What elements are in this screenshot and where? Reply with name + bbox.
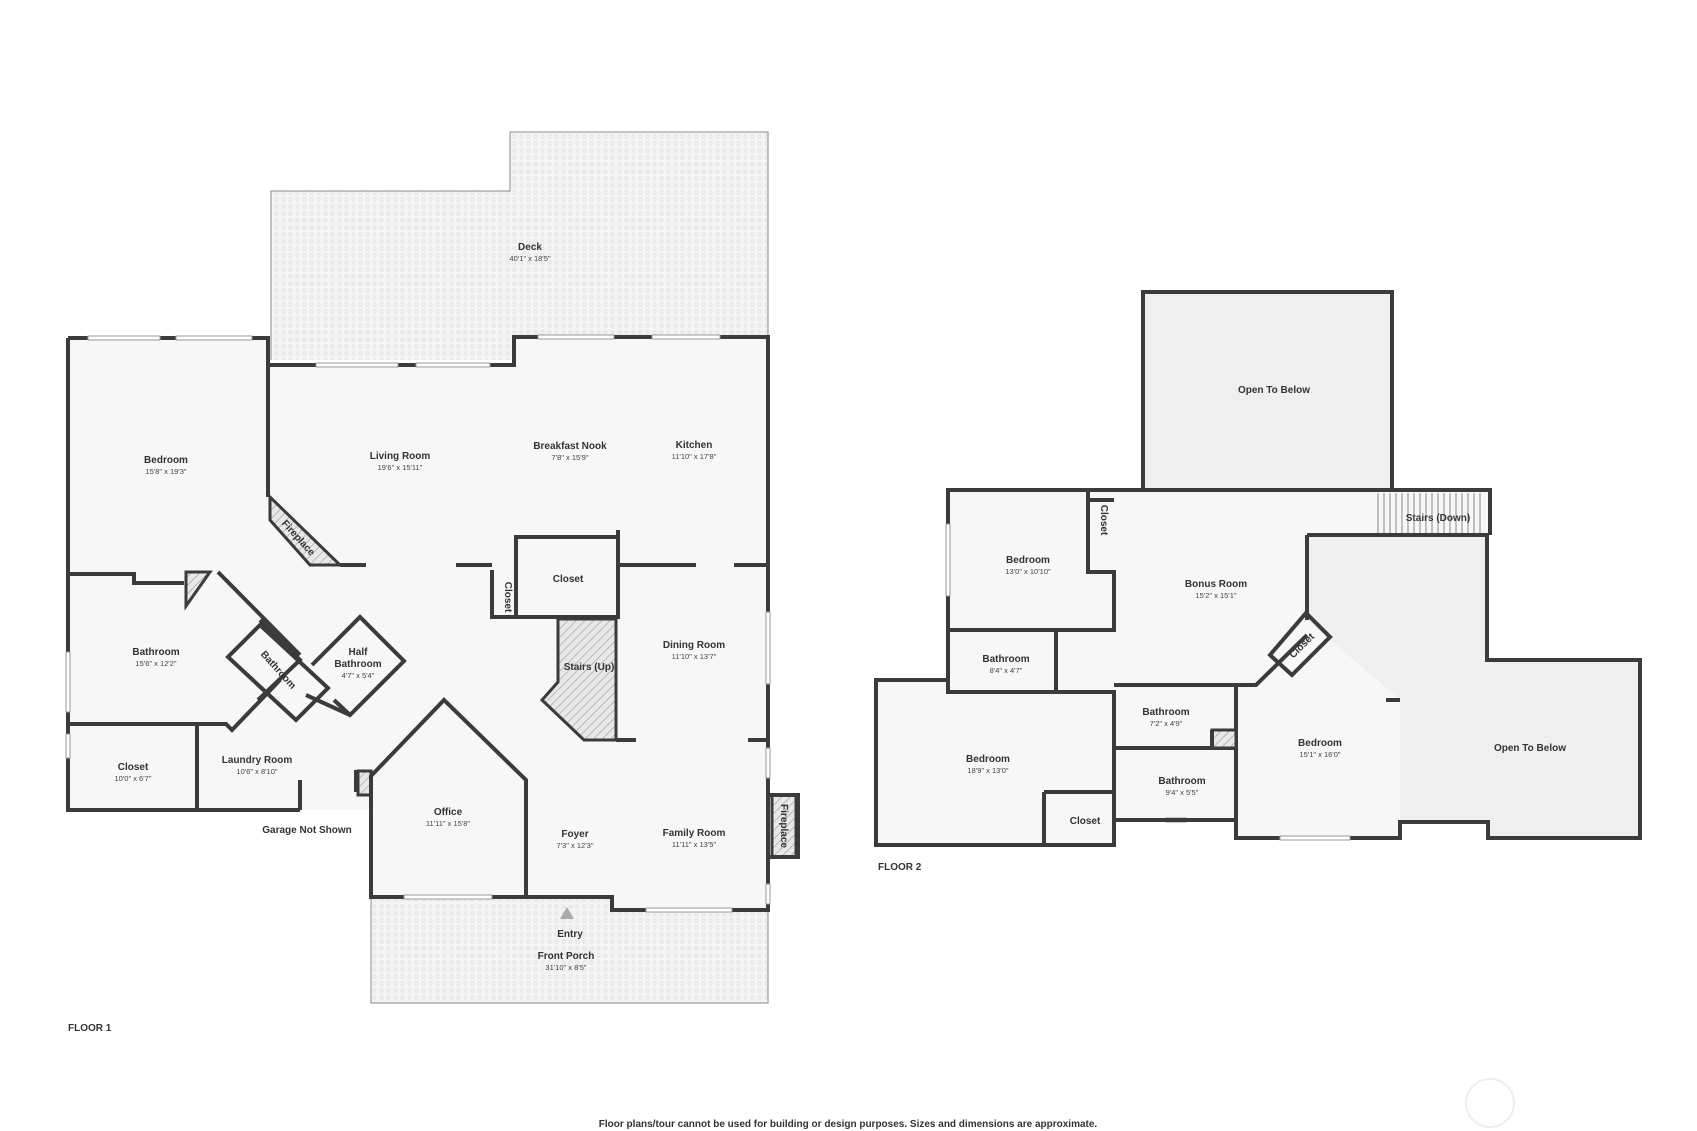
- room-name: Kitchen: [676, 440, 713, 451]
- closet-diamond-walls: [1267, 610, 1333, 678]
- room-name: Closet: [1070, 816, 1101, 827]
- room-name: Bedroom: [144, 455, 188, 466]
- deck-area: [271, 132, 768, 360]
- room-dimensions: 15'1" x 16'0": [1299, 750, 1340, 759]
- room-name: Front Porch: [538, 951, 595, 962]
- room-dimensions: 8'4" x 4'7": [990, 666, 1023, 675]
- entry-arrow-icon: [560, 907, 574, 919]
- room-dimensions: 13'0" x 10'10": [1005, 567, 1051, 576]
- room-name: Half: [349, 647, 369, 658]
- room-name: Dining Room: [663, 640, 725, 651]
- floor-1-label: FLOOR 1: [68, 1023, 112, 1034]
- room-name: Fireplace: [778, 804, 789, 848]
- room-dimensions: 4'7" x 5'4": [342, 671, 375, 680]
- stairs-up-shape: [539, 617, 618, 742]
- half-bathroom-walls: [310, 614, 407, 718]
- room-name: Family Room: [663, 828, 726, 839]
- bedroom-right-walls: [1236, 633, 1400, 702]
- room-dimensions: 15'8" x 19'3": [145, 467, 186, 476]
- room-name: Bathroom: [1158, 776, 1205, 787]
- room-dimensions: 10'0" x 6'7": [115, 774, 152, 783]
- open-to-below-right: [1307, 535, 1640, 838]
- floor-1-interior: [68, 337, 768, 910]
- room-name: Bathroom: [132, 647, 179, 658]
- room-name: Closet: [1098, 505, 1109, 536]
- room-dimensions: 19'6" x 15'11": [378, 463, 423, 472]
- room-dimensions: 18'9" x 13'0": [967, 766, 1008, 775]
- room-name: Closet: [502, 582, 513, 613]
- room-name: Office: [434, 807, 463, 818]
- room-dimensions: 9'4" x 5'5": [1166, 788, 1199, 797]
- room-dimensions: 11'11" x 15'8": [426, 819, 471, 828]
- room-name: Foyer: [561, 829, 588, 840]
- floor-1-exterior-wall: [68, 335, 770, 912]
- floor-2-labels: Open To Below Stairs (Down) Bedroom 13'0…: [878, 385, 1566, 873]
- room-name: Open To Below: [1494, 743, 1566, 754]
- floor-2-label: FLOOR 2: [878, 862, 922, 873]
- room-name: Breakfast Nook: [533, 441, 607, 452]
- room-name: Living Room: [370, 451, 431, 462]
- room-name: Bedroom: [966, 754, 1010, 765]
- floor-1-plan: [65, 131, 800, 1004]
- room-name: Bathroom: [334, 659, 381, 670]
- room-name: Stairs (Down): [1406, 513, 1470, 524]
- room-name: Open To Below: [1238, 385, 1310, 396]
- bathroom-small-walls: [225, 622, 331, 723]
- room-dimensions: 40'1" x 18'5": [509, 254, 550, 263]
- room-dimensions: 10'6" x 8'10": [236, 767, 277, 776]
- garage-note: Garage Not Shown: [262, 825, 351, 836]
- room-dimensions: 31'10" x 8'5": [545, 963, 586, 972]
- room-dimensions: 15'6" x 12'2": [135, 659, 176, 668]
- floor-2-plan: [874, 290, 1642, 847]
- room-dimensions: 11'10" x 17'8": [672, 452, 717, 461]
- room-dimensions: 7'8" x 15'9": [552, 453, 589, 462]
- stairs-down-steps: [1377, 493, 1481, 533]
- room-dimensions: 7'3" x 12'3": [557, 841, 594, 850]
- room-name: Laundry Room: [222, 755, 293, 766]
- room-dimensions: 7'2" x 4'9": [1150, 719, 1183, 728]
- open-to-below-top: [1143, 292, 1392, 490]
- room-name: Bathroom: [982, 654, 1029, 665]
- room-dimensions: 15'2" x 15'1": [1195, 591, 1236, 600]
- room-name: Stairs (Up): [564, 662, 615, 673]
- room-name: Bathroom: [1142, 707, 1189, 718]
- watermark-circle-icon: [1465, 1078, 1515, 1128]
- disclaimer-text: Floor plans/tour cannot be used for buil…: [599, 1119, 1098, 1130]
- room-name: Bedroom: [1006, 555, 1050, 566]
- room-name: Bedroom: [1298, 738, 1342, 749]
- entry-label: Entry: [557, 929, 583, 940]
- room-dimensions: 11'10" x 13'7": [672, 652, 717, 661]
- office-walls: [369, 697, 528, 897]
- room-name: Bonus Room: [1185, 579, 1247, 590]
- room-name: Closet: [553, 574, 584, 585]
- room-name: Deck: [518, 242, 542, 253]
- room-name: Closet: [118, 762, 149, 773]
- floor-2-interior: [876, 490, 1490, 845]
- room-dimensions: 11'11" x 13'5": [672, 840, 717, 849]
- fireplace-left: [268, 493, 344, 567]
